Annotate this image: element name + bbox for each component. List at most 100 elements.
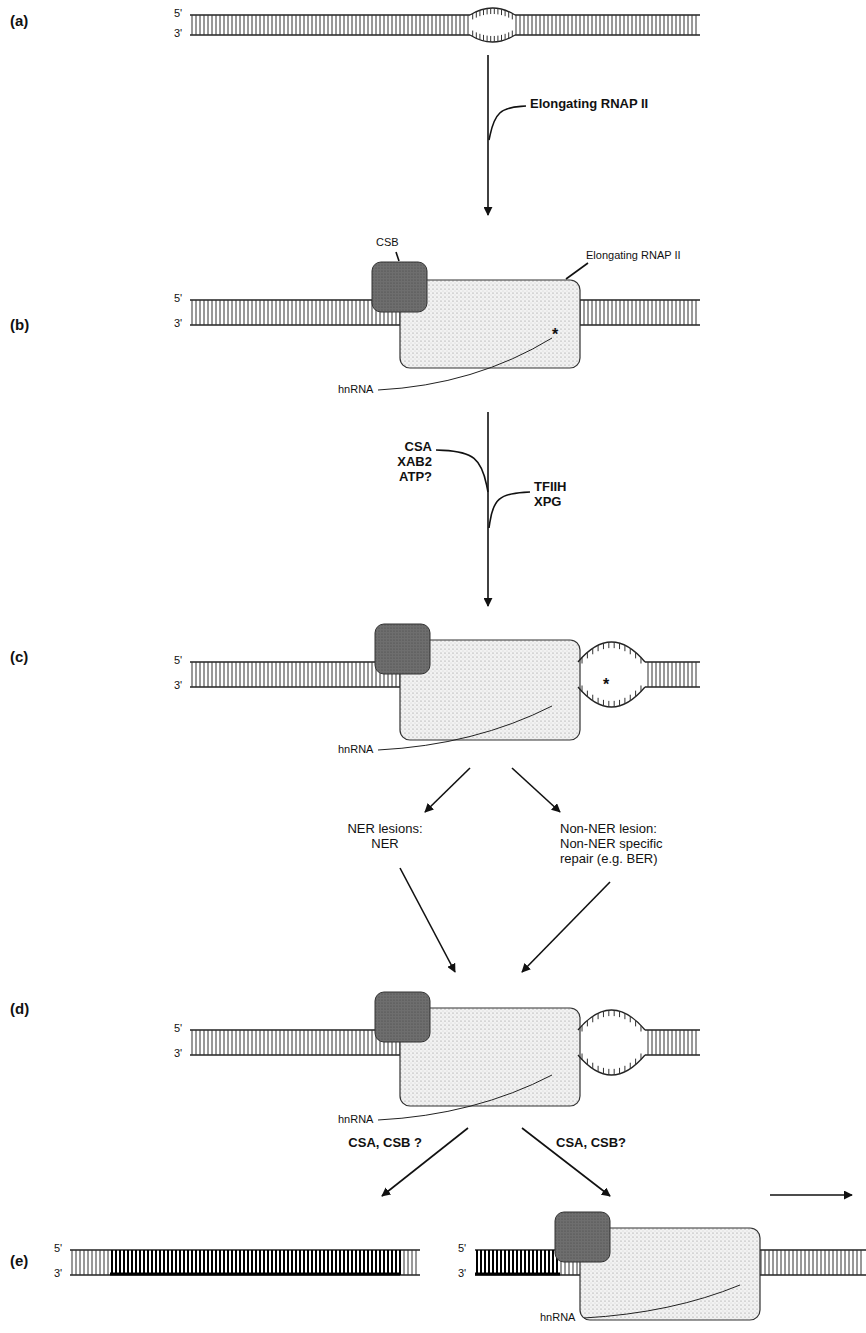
base-pair	[131, 1250, 133, 1275]
base-pair	[781, 1250, 782, 1275]
base-pair	[280, 15, 281, 35]
base-pair	[236, 300, 237, 325]
base-pair	[192, 1030, 193, 1055]
base-pair	[777, 1250, 778, 1275]
label-text: 5'	[54, 1242, 62, 1255]
base-tick	[479, 34, 480, 40]
base-pair	[327, 1250, 329, 1275]
base-pair	[833, 1250, 834, 1275]
base-pair	[260, 662, 261, 687]
base-pair	[696, 15, 697, 35]
base-pair	[680, 300, 681, 325]
base-pair	[608, 300, 609, 325]
label-text: NER lesions: NER	[339, 822, 431, 852]
base-pair	[316, 300, 317, 325]
base-pair	[821, 1250, 822, 1275]
base-pair	[624, 15, 625, 35]
base-pair	[284, 662, 285, 687]
base-tick	[624, 1066, 625, 1072]
base-pair	[552, 1250, 554, 1275]
base-pair	[348, 15, 349, 35]
base-tick	[476, 32, 477, 38]
base-pair	[572, 15, 573, 35]
base-pair	[236, 662, 237, 687]
base-tick	[630, 1016, 631, 1022]
factor-join-curve	[489, 106, 526, 140]
base-pair	[680, 1030, 681, 1055]
base-pair	[300, 15, 301, 35]
base-pair	[151, 1250, 153, 1275]
base-pair	[849, 1250, 850, 1275]
base-pair	[648, 300, 649, 325]
base-pair	[364, 1030, 365, 1055]
base-tick	[603, 1011, 604, 1017]
base-pair	[556, 15, 557, 35]
base-pair	[656, 15, 657, 35]
base-pair	[228, 1030, 229, 1055]
base-pair	[416, 15, 417, 35]
base-pair	[232, 15, 233, 35]
base-pair	[348, 662, 349, 687]
base-pair	[292, 1030, 293, 1055]
base-pair	[652, 15, 653, 35]
base-pair	[312, 300, 313, 325]
base-tick	[505, 10, 506, 16]
base-pair	[264, 300, 265, 325]
lesion-mark: *	[603, 676, 609, 694]
base-pair	[412, 15, 413, 35]
base-tick	[608, 1010, 609, 1016]
base-pair	[444, 15, 445, 35]
base-pair	[196, 662, 197, 687]
base-pair	[271, 1250, 273, 1275]
base-pair	[785, 1250, 786, 1275]
base-tick	[640, 1054, 641, 1060]
base-pair	[668, 15, 669, 35]
base-pair	[548, 15, 549, 35]
label-text: 3'	[174, 679, 182, 692]
base-pair	[801, 1250, 802, 1275]
base-tick	[635, 652, 636, 658]
base-pair	[220, 15, 221, 35]
base-pair	[324, 300, 325, 325]
lesion-mark: *	[552, 326, 558, 344]
base-pair	[532, 1250, 534, 1275]
base-tick	[582, 657, 583, 663]
base-pair	[319, 1250, 321, 1275]
base-pair	[656, 1030, 657, 1055]
base-pair	[348, 1030, 349, 1055]
base-pair	[256, 1030, 257, 1055]
base-pair	[232, 662, 233, 687]
label-text: Non-NER lesion: Non-NER specific repair …	[560, 822, 682, 867]
base-pair	[211, 1250, 213, 1275]
base-pair	[248, 1030, 249, 1055]
base-pair	[600, 15, 601, 35]
base-pair	[204, 1030, 205, 1055]
movement-arrow	[770, 1194, 852, 1196]
base-pair	[676, 300, 677, 325]
base-pair	[684, 15, 685, 35]
label-text: CSA, CSB ?	[348, 1136, 422, 1151]
base-pair	[351, 1250, 353, 1275]
base-pair	[276, 662, 277, 687]
base-pair	[817, 1250, 818, 1275]
rna-transcript	[584, 1285, 740, 1318]
base-pair	[284, 15, 285, 35]
base-pair	[240, 300, 241, 325]
base-pair	[264, 662, 265, 687]
base-pair	[296, 15, 297, 35]
base-tick	[587, 691, 588, 697]
dna-strand	[70, 1274, 420, 1275]
base-pair	[280, 300, 281, 325]
base-pair	[404, 15, 405, 35]
base-pair	[208, 662, 209, 687]
base-tick	[592, 1016, 593, 1022]
base-pair	[212, 662, 213, 687]
base-pair	[404, 1250, 405, 1275]
base-pair	[399, 1250, 401, 1275]
base-pair	[191, 1250, 193, 1275]
base-pair	[243, 1250, 245, 1275]
base-tick	[587, 652, 588, 658]
base-pair	[119, 1250, 121, 1275]
base-pair	[684, 1030, 685, 1055]
